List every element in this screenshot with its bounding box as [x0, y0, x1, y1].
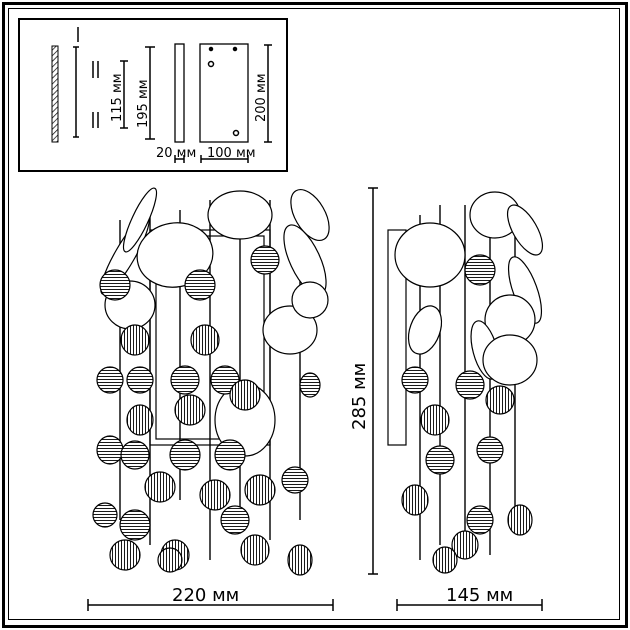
dim-bar-width-label: 20 мм: [156, 146, 196, 161]
dim-side-width-label: 145 мм: [446, 585, 513, 606]
dim-plate-width-label: 100 мм: [207, 146, 256, 161]
dim-mount-distance-label: 115 мм: [110, 73, 125, 122]
side-view-lamp: [387, 191, 544, 574]
inset-drawing: [51, 27, 272, 163]
dim-front-width-label: 220 мм: [172, 585, 239, 606]
dimension-lines: [87, 187, 543, 611]
dim-height-label: 285 мм: [349, 363, 370, 430]
dim-bar-height-label: 195 мм: [136, 79, 151, 128]
front-view-lamp: [92, 187, 330, 576]
inner-border: [8, 8, 620, 620]
dim-plate-height-label: 200 мм: [254, 73, 269, 122]
